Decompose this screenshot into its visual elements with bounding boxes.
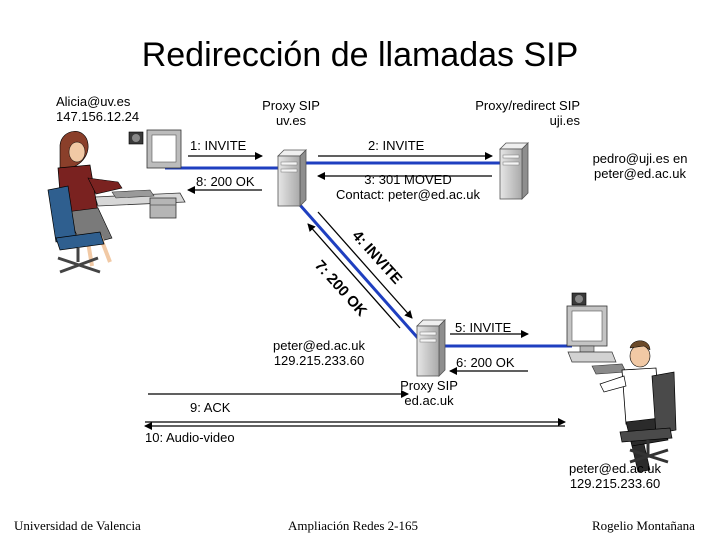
message-8-label: 8: 200 OK [196, 174, 255, 189]
pedro-label: pedro@uji.es en peter@ed.ac.uk [580, 151, 700, 181]
proxy-uv-label-line2: uv.es [275, 113, 307, 128]
alicia-workstation-icon [47, 129, 186, 274]
message-2-label: 2: INVITE [368, 138, 425, 153]
peter-label-line2: 129.215.233.60 [569, 476, 661, 491]
peter-label: peter@ed.ac.uk 129.215.233.60 [550, 461, 680, 491]
pedro-label-line2: peter@ed.ac.uk [594, 166, 686, 181]
proxy-ed-label-line1: Proxy SIP [400, 378, 458, 393]
alicia-label-line1: Alicia@uv.es [56, 94, 131, 109]
proxy-uv-label-line1: Proxy SIP [262, 98, 320, 113]
message-1-label: 1: INVITE [190, 138, 247, 153]
arrow-m7 [307, 223, 401, 329]
footer-left: Universidad de Valencia [14, 518, 141, 533]
alicia-label-line2: 147.156.12.24 [56, 109, 140, 124]
footer-right: Rogelio Montañana [592, 518, 695, 533]
message-arrows [144, 152, 566, 430]
arrow-m4 [317, 211, 413, 319]
message-6-label: 6: 200 OK [456, 355, 515, 370]
proxy-uji-label-line2: uji.es [549, 113, 580, 128]
network-links [165, 161, 572, 348]
server-icon [499, 142, 529, 200]
alicia-label: Alicia@uv.es 147.156.12.24 [56, 94, 139, 124]
peter-label-line1: peter@ed.ac.uk [569, 461, 661, 476]
proxy-uji-label-line1: Proxy/redirect SIP [475, 98, 580, 113]
message-5-label: 5: INVITE [455, 320, 512, 335]
page-title: Redirección de llamadas SIP [141, 36, 579, 74]
pedro-label-line1: pedro@uji.es en [592, 151, 688, 166]
message-10-label: 10: Audio-video [145, 430, 235, 445]
message-3-label: 3: 301 MOVED Contact: peter@ed.ac.uk [318, 172, 498, 202]
server-icon [416, 319, 446, 377]
peter-destination-label-line1: peter@ed.ac.uk [273, 338, 365, 353]
peter-destination-label: peter@ed.ac.uk 129.215.233.60 [254, 338, 384, 368]
message-9-label: 9: ACK [190, 400, 231, 415]
proxy-ed-label: Proxy SIP ed.ac.uk [384, 378, 474, 408]
footer-center: Ampliación Redes 2-165 [288, 518, 418, 533]
peter-destination-label-line2: 129.215.233.60 [273, 353, 365, 368]
message-3-label-line1: 3: 301 MOVED [364, 172, 452, 187]
proxy-ed-label-line2: ed.ac.uk [404, 393, 454, 408]
message-3-label-line2: Contact: peter@ed.ac.uk [336, 187, 480, 202]
server-icon [277, 149, 307, 207]
proxy-uji-label: Proxy/redirect SIP uji.es [456, 98, 580, 128]
link-proxy-uv-proxy-ed [290, 195, 426, 346]
peter-workstation-icon [566, 292, 677, 473]
proxy-uv-label: Proxy SIP uv.es [246, 98, 336, 128]
